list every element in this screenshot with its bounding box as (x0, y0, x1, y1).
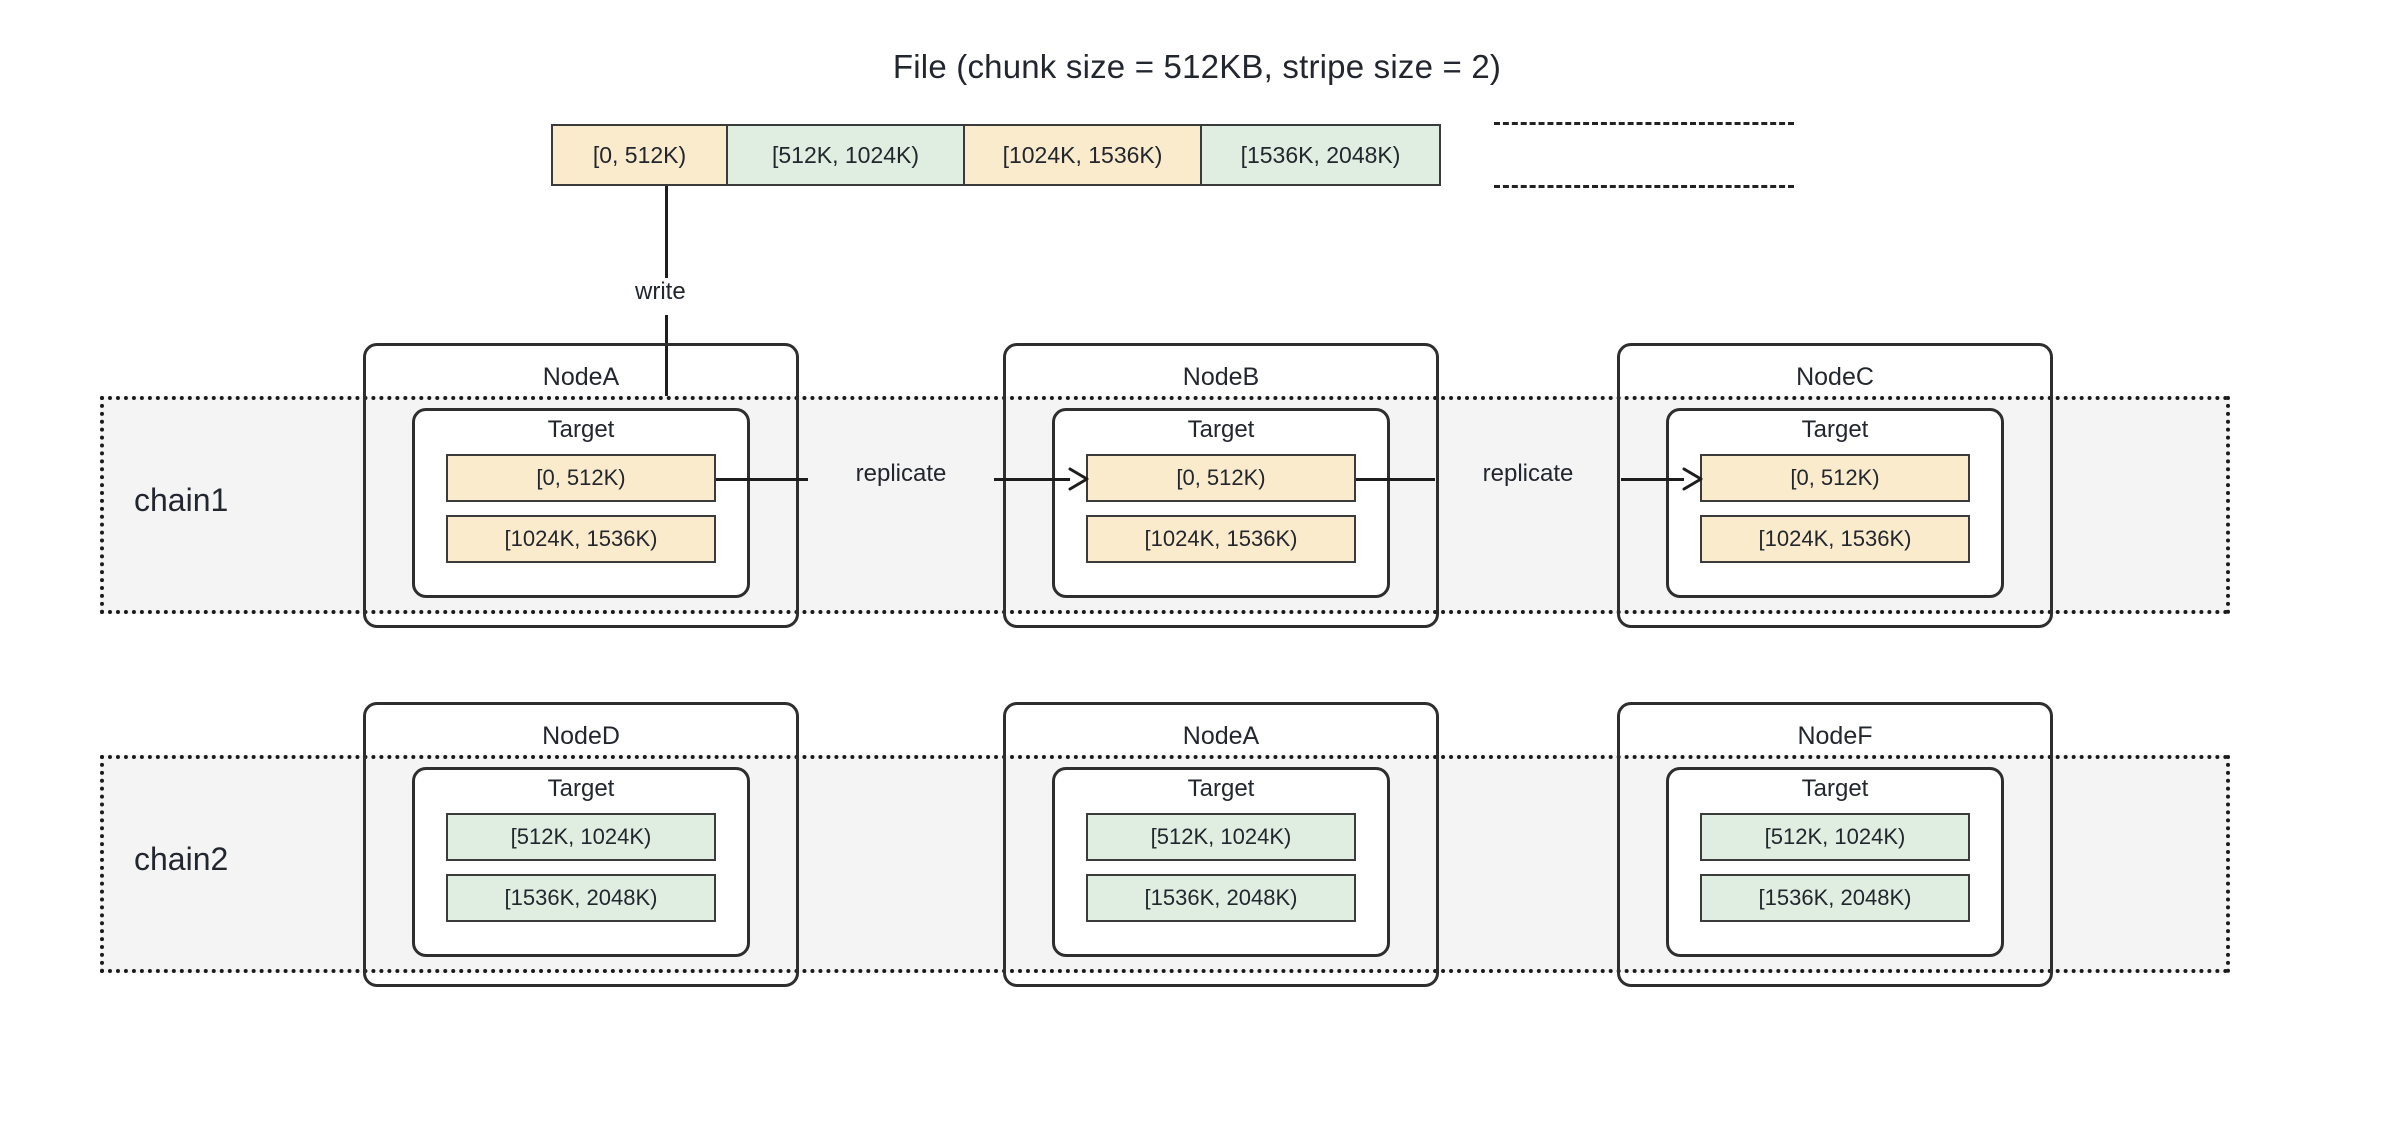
file-continuation-dash-top (1494, 122, 1794, 125)
target-title: Target (547, 416, 615, 443)
target-box (1052, 408, 1390, 598)
replicate-line-left (1356, 478, 1435, 481)
target-chunk-cell: [1536K, 2048K) (1086, 874, 1356, 922)
target-box (1666, 408, 2004, 598)
replicate-line-right (1621, 478, 1684, 481)
node-box-nodef-chain2 (1617, 702, 2053, 987)
file-chunk-strip: [0, 512K)[512K, 1024K)[1024K, 1536K)[153… (551, 124, 1441, 186)
replicate-line-left (716, 478, 808, 481)
node-title: NodeB (1182, 363, 1260, 391)
file-title: File (chunk size = 512KB, stripe size = … (892, 48, 1502, 85)
target-chunk-cell: [1536K, 2048K) (1700, 874, 1970, 922)
write-label: write (635, 278, 686, 305)
replicate-label: replicate (855, 460, 947, 487)
file-chunk: [1536K, 2048K) (1202, 126, 1439, 184)
target-chunk-cell: [1024K, 1536K) (1700, 515, 1970, 563)
node-title: NodeA (1182, 722, 1260, 750)
target-chunk-cell: [1024K, 1536K) (446, 515, 716, 563)
node-title: NodeF (1797, 722, 1873, 750)
target-chunk-cell: [1536K, 2048K) (446, 874, 716, 922)
node-box-nodeb-chain1 (1003, 343, 1439, 628)
target-chunk-cell: [512K, 1024K) (446, 813, 716, 861)
target-box (412, 408, 750, 598)
replicate-label: replicate (1482, 460, 1574, 487)
target-chunk-cell: [0, 512K) (446, 454, 716, 502)
target-box (1666, 767, 2004, 957)
target-box (1052, 767, 1390, 957)
chain-label: chain1 (134, 482, 229, 518)
node-box-nodea-chain1 (363, 343, 799, 628)
file-continuation-dash-bottom (1494, 185, 1794, 188)
file-chunk: [512K, 1024K) (728, 126, 965, 184)
chain-label: chain2 (134, 841, 229, 877)
node-box-nodea-chain2 (1003, 702, 1439, 987)
target-box (412, 767, 750, 957)
replicate-line-right (994, 478, 1070, 481)
target-title: Target (1801, 416, 1869, 443)
write-arrow-upper-segment (665, 186, 668, 278)
file-chunk: [0, 512K) (553, 126, 728, 184)
target-chunk-cell: [512K, 1024K) (1086, 813, 1356, 861)
node-box-nodec-chain1 (1617, 343, 2053, 628)
write-arrow-lower-segment (665, 315, 668, 439)
replicate-arrowhead (1682, 467, 1704, 491)
target-chunk-cell: [0, 512K) (1700, 454, 1970, 502)
node-title: NodeA (542, 363, 620, 391)
file-chunk: [1024K, 1536K) (965, 126, 1202, 184)
target-title: Target (1801, 775, 1869, 802)
node-title: NodeC (1796, 363, 1874, 391)
target-chunk-cell: [1024K, 1536K) (1086, 515, 1356, 563)
target-title: Target (547, 775, 615, 802)
replicate-arrowhead (1068, 467, 1090, 491)
target-chunk-cell: [512K, 1024K) (1700, 813, 1970, 861)
target-title: Target (1187, 416, 1255, 443)
node-box-noded-chain2 (363, 702, 799, 987)
node-title: NodeD (542, 722, 620, 750)
target-chunk-cell: [0, 512K) (1086, 454, 1356, 502)
target-title: Target (1187, 775, 1255, 802)
